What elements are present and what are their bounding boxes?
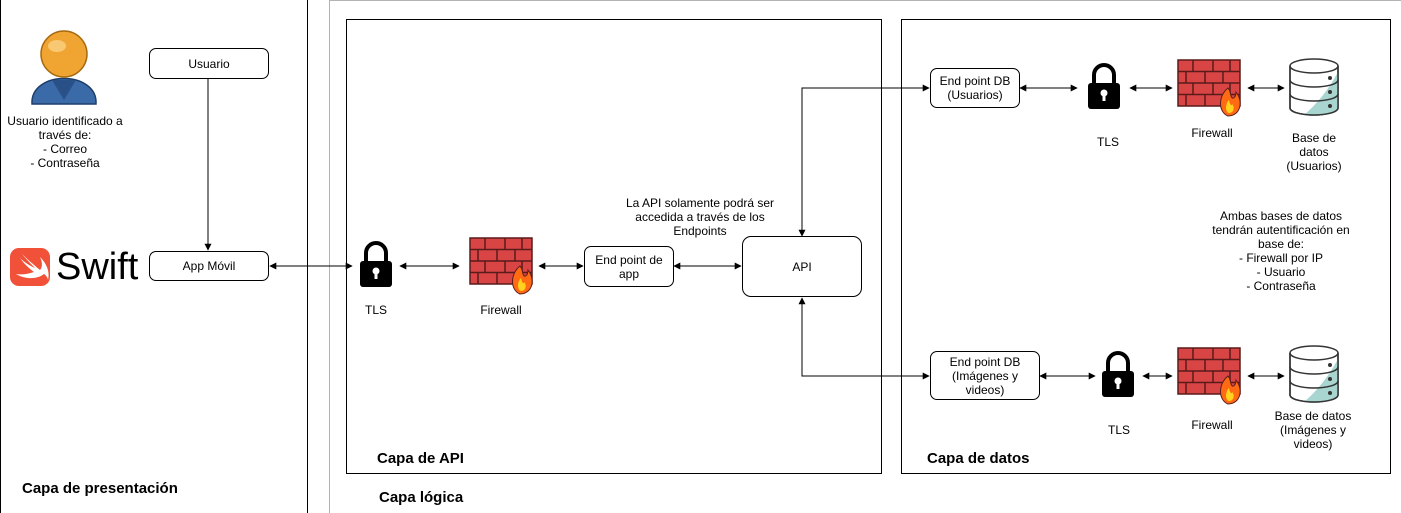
auth-note: Ambas bases de datos tendrán autentifica… bbox=[1212, 209, 1350, 293]
users-tls-lock-icon bbox=[1086, 63, 1122, 111]
user-box[interactable]: Usuario bbox=[149, 48, 269, 79]
media-tls-label: TLS bbox=[1107, 423, 1130, 437]
api-tls-label: TLS bbox=[364, 303, 387, 317]
media-firewall-label: Firewall bbox=[1191, 418, 1233, 432]
api-endpoint-media-arrow bbox=[798, 297, 930, 380]
data-layer-title: Capa de datos bbox=[927, 450, 1030, 467]
app-box[interactable]: App Móvil bbox=[149, 251, 269, 281]
logic-layer-title: Capa lógica bbox=[379, 489, 464, 506]
swift-logo-text: Swift bbox=[56, 246, 139, 288]
api-firewall-icon bbox=[469, 237, 533, 295]
user-caption: Usuario identificado a través de: - Corr… bbox=[7, 114, 123, 170]
media-database-icon bbox=[1289, 345, 1339, 404]
endpoint-db-media-box[interactable]: End point DB (Imágenes y videos) bbox=[930, 351, 1040, 400]
api-endpoint-users-arrow bbox=[798, 84, 930, 237]
data-layer-frame bbox=[901, 19, 1391, 474]
user-icon bbox=[31, 30, 97, 105]
media-tls-lock-icon bbox=[1100, 351, 1136, 399]
users-tls-label: TLS bbox=[1096, 135, 1119, 149]
presentation-layer-title: Capa de presentación bbox=[22, 480, 178, 497]
swift-logo-icon bbox=[10, 248, 50, 286]
logic-layer-frame bbox=[329, 0, 1401, 513]
endpoint-app-box[interactable]: End point de app bbox=[584, 246, 674, 287]
users-firewall-icon bbox=[1177, 59, 1241, 117]
api-firewall-label: Firewall bbox=[480, 303, 522, 317]
api-layer-title: Capa de API bbox=[377, 450, 464, 467]
api-tls-lock-icon bbox=[358, 241, 394, 289]
media-firewall-icon bbox=[1177, 347, 1241, 405]
users-database-label: Base de datos (Usuarios) bbox=[1286, 131, 1342, 173]
api-box[interactable]: API bbox=[742, 236, 862, 297]
users-database-icon bbox=[1289, 58, 1339, 117]
endpoint-db-users-box[interactable]: End point DB (Usuarios) bbox=[930, 68, 1020, 108]
api-access-note: La API solamente podrá ser accedida a tr… bbox=[625, 196, 775, 238]
users-firewall-label: Firewall bbox=[1191, 126, 1233, 140]
api-layer-frame bbox=[346, 19, 882, 474]
media-database-label: Base de datos (Imágenes y videos) bbox=[1274, 409, 1352, 451]
